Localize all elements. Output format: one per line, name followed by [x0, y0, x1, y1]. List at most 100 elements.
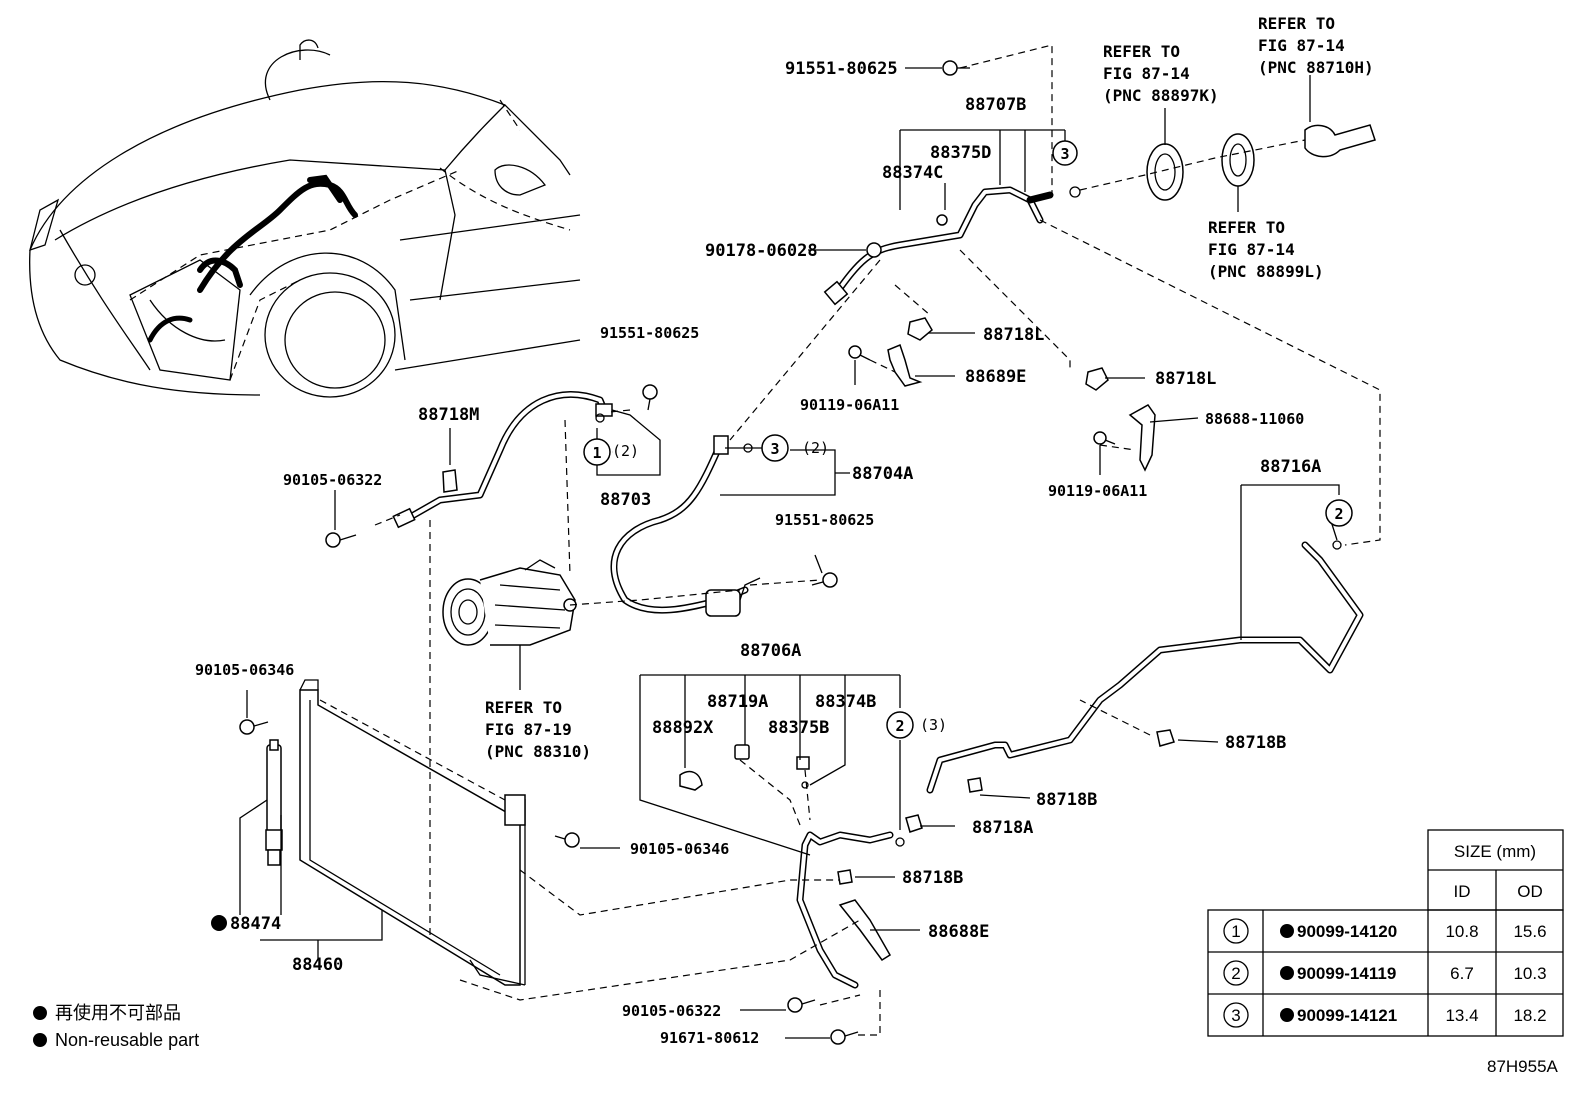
bolt-91551-80625-b [642, 384, 658, 411]
condenser-88460 [299, 679, 526, 986]
svg-text:15.6: 15.6 [1513, 922, 1546, 941]
label-88474: 88474 [230, 914, 281, 934]
clamp-88718A [905, 814, 923, 833]
part-labels: 91551-80625 88707B 88375D 88374C 90178-0… [195, 59, 1321, 1047]
refer-88710H: REFER TO FIG 87-14 (PNC 88710H) [1258, 14, 1374, 77]
bolt-90119-06A11-a [848, 345, 871, 361]
assembly-lines [374, 44, 1381, 1036]
svg-text:18.2: 18.2 [1513, 1006, 1546, 1025]
clamp-88718B-a [1156, 729, 1175, 747]
size-table: SIZE (mm) ID OD 1 90099-14120 10.8 15.6 … [1207, 829, 1564, 1037]
figure-code: 87H955A [1487, 1057, 1559, 1076]
seal-88897K [1146, 143, 1184, 201]
svg-text:REFER TO: REFER TO [485, 698, 562, 717]
circle-marker-3-top: 3 [1052, 140, 1078, 166]
label-88474-group: 88474 [211, 914, 281, 934]
legend-en: Non-reusable part [55, 1030, 199, 1050]
circle-marker-2-mid: 2 [886, 711, 914, 739]
size-table-row-1: 1 90099-14120 10.8 15.6 [1223, 918, 1547, 944]
label-91551-80625-b: 91551-80625 [600, 324, 699, 342]
svg-text:90099-14121: 90099-14121 [1297, 1006, 1397, 1025]
size-table-col-od: OD [1517, 882, 1543, 901]
svg-text:(PNC 88310): (PNC 88310) [485, 742, 591, 761]
car-illustration [29, 39, 581, 398]
receiver-88474 [265, 739, 283, 866]
bolt-90105-06346-b [554, 832, 580, 848]
label-88460: 88460 [292, 955, 343, 975]
label-88689E: 88689E [965, 367, 1026, 387]
label-88688E: 88688E [928, 922, 989, 942]
label-88704A: 88704A [852, 464, 913, 484]
label-91671-80612: 91671-80612 [660, 1029, 759, 1047]
pipe-88706A [796, 831, 894, 989]
svg-text:(PNC 88897K): (PNC 88897K) [1103, 86, 1219, 105]
svg-text:3: 3 [1231, 1006, 1240, 1025]
pipe-88707B [823, 186, 1054, 306]
fitting-88710H [1304, 124, 1376, 158]
bracket-88688-11060 [1128, 404, 1156, 472]
svg-text:6.7: 6.7 [1450, 964, 1474, 983]
size-table-header: SIZE (mm) [1454, 842, 1536, 861]
label-88718B-c: 88718B [902, 868, 963, 888]
bracket-88689E [887, 343, 923, 387]
valve-88719A [734, 744, 750, 760]
label-90105-06346-a: 90105-06346 [195, 661, 294, 679]
size-table-row-2: 2 90099-14119 6.7 10.3 [1223, 960, 1547, 986]
hose-88703 [392, 390, 613, 529]
svg-text:FIG 87-19: FIG 87-19 [485, 720, 572, 739]
svg-text:REFER TO: REFER TO [1103, 42, 1180, 61]
svg-text:90099-14119: 90099-14119 [1297, 964, 1396, 983]
leader-lines [239, 67, 1340, 1039]
refer-88899L: REFER TO FIG 87-14 (PNC 88899L) [1208, 218, 1324, 281]
label-88892X: 88892X [652, 718, 714, 738]
svg-text:3: 3 [770, 440, 779, 458]
svg-text:REFER TO: REFER TO [1258, 14, 1335, 33]
svg-text:2: 2 [1231, 964, 1240, 983]
size-table-row-3: 3 90099-14121 13.4 18.2 [1223, 1002, 1547, 1028]
svg-text:FIG 87-14: FIG 87-14 [1103, 64, 1190, 83]
refer-88310: REFER TO FIG 87-19 (PNC 88310) [485, 698, 591, 761]
svg-text:90099-14120: 90099-14120 [1297, 922, 1397, 941]
hose-88704A [610, 435, 761, 617]
svg-text:FIG 87-14: FIG 87-14 [1258, 36, 1345, 55]
legend: 再使用不可部品 Non-reusable part [33, 1003, 199, 1050]
svg-text:2: 2 [1334, 505, 1343, 523]
seal-88899L [1221, 133, 1255, 187]
label-91551-80625-a: 91551-80625 [785, 59, 898, 79]
label-88716A: 88716A [1260, 457, 1321, 477]
label-88374C: 88374C [882, 163, 943, 183]
valve-88375B [796, 756, 810, 770]
svg-text:(PNC 88899L): (PNC 88899L) [1208, 262, 1324, 281]
valve-88892X [679, 770, 703, 791]
bracket-88688E [838, 899, 892, 962]
bolt-91551-80625-a [942, 60, 970, 76]
bolt-90105-06322-a [325, 532, 357, 548]
qty-3: (3) [920, 716, 947, 734]
bolt-90119-06A11-b [1093, 431, 1116, 445]
svg-text:REFER TO: REFER TO [1208, 218, 1285, 237]
svg-text:1: 1 [592, 444, 601, 462]
size-table-col-id: ID [1454, 882, 1471, 901]
clamp-88718L-a [907, 317, 933, 341]
circle-markers: 3 1 3 2 2 (2) (2) (3) [583, 140, 1353, 739]
clamp-88718B-b [967, 777, 983, 793]
svg-text:10.8: 10.8 [1445, 922, 1478, 941]
label-88719A: 88719A [707, 692, 768, 712]
legend-jp: 再使用不可部品 [55, 1003, 181, 1023]
label-88374B: 88374B [815, 692, 876, 712]
label-90178-06028: 90178-06028 [705, 241, 818, 261]
label-88706A: 88706A [740, 641, 801, 661]
bolt-91551-80625-c [811, 572, 838, 588]
label-90105-06322-b: 90105-06322 [622, 1002, 721, 1020]
label-88718B-b: 88718B [1036, 790, 1097, 810]
label-88718L-a: 88718L [983, 325, 1044, 345]
label-90105-06322-a: 90105-06322 [283, 471, 382, 489]
svg-text:1: 1 [1231, 922, 1240, 941]
circle-marker-2-right: 2 [1325, 499, 1353, 527]
svg-text:FIG 87-14: FIG 87-14 [1208, 240, 1295, 259]
compressor [442, 559, 577, 690]
label-88718B-a: 88718B [1225, 733, 1286, 753]
label-88703: 88703 [600, 490, 651, 510]
label-88688-11060: 88688-11060 [1205, 410, 1304, 428]
